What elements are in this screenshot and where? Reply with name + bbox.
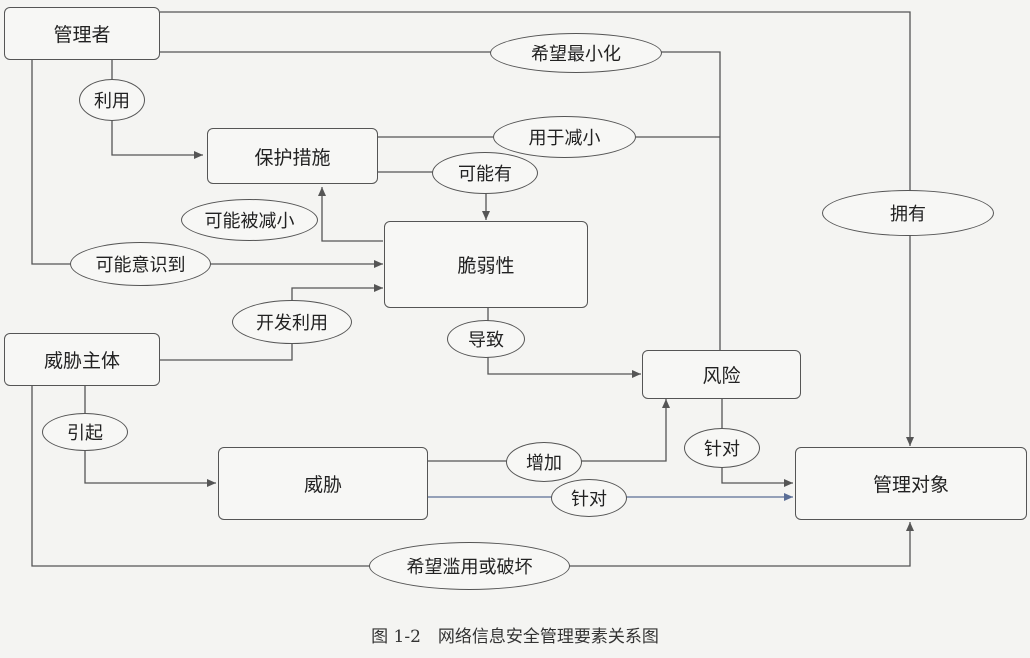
edge-own xyxy=(160,11,914,446)
label-target-risk: 针对 xyxy=(684,428,760,468)
label-may-realize: 可能意识到 xyxy=(70,242,211,286)
label-reduce: 用于减小 xyxy=(493,116,636,158)
node-threat-agent: 威胁主体 xyxy=(4,333,160,386)
edge-target-risk xyxy=(721,399,793,487)
label-exploit: 开发利用 xyxy=(232,300,352,344)
label-cause: 引起 xyxy=(42,413,128,451)
node-managed-object: 管理对象 xyxy=(795,447,1027,520)
label-abuse: 希望滥用或破坏 xyxy=(369,542,570,590)
label-increase: 增加 xyxy=(506,442,582,482)
label-own: 拥有 xyxy=(822,190,994,236)
edge-minimize xyxy=(160,51,721,350)
node-protection: 保护措施 xyxy=(207,128,378,184)
edge-may-be-reduced xyxy=(318,187,383,242)
node-threat: 威胁 xyxy=(218,447,428,520)
node-vulnerability: 脆弱性 xyxy=(384,221,588,308)
label-lead-to: 导致 xyxy=(447,320,525,358)
label-target-threat: 针对 xyxy=(551,479,627,517)
edge-abuse xyxy=(31,386,914,567)
edge-may-realize xyxy=(31,60,383,268)
label-may-have: 可能有 xyxy=(432,152,538,194)
label-minimize: 希望最小化 xyxy=(490,33,662,73)
label-may-be-reduced: 可能被减小 xyxy=(181,199,318,241)
label-use: 利用 xyxy=(79,79,145,121)
node-risk: 风险 xyxy=(642,350,801,399)
figure-caption: 图 1-2 网络信息安全管理要素关系图 xyxy=(371,627,659,647)
node-manager: 管理者 xyxy=(4,7,160,60)
